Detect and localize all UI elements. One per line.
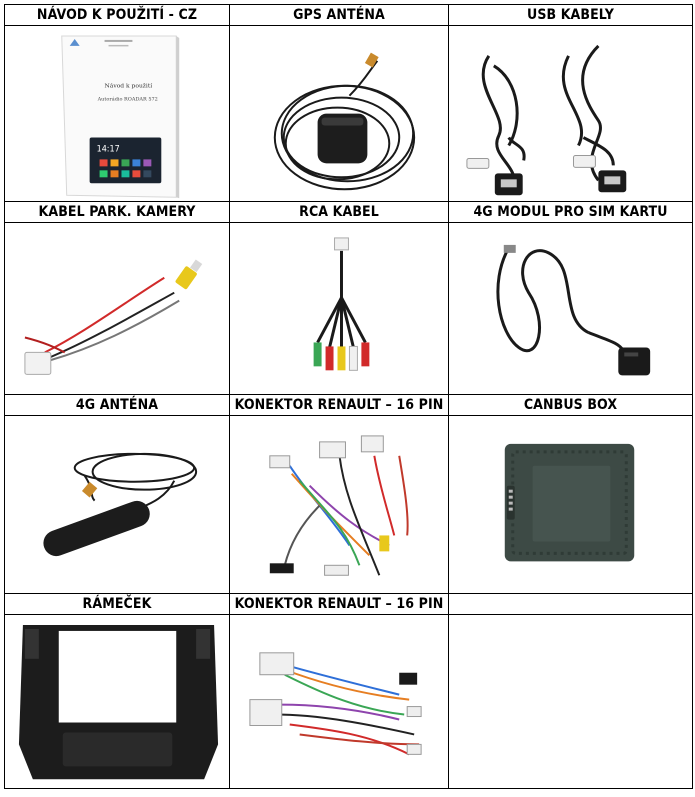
cell-label: USB KABELY <box>448 4 693 26</box>
cell-label <box>448 592 693 615</box>
cell-label: KABEL PARK. KAMERY <box>4 201 230 224</box>
empty-cell <box>448 613 693 790</box>
package-contents-table: NÁVOD K POUŽITÍ - CZ GPS ANTÉNA USB KABE… <box>4 4 693 790</box>
manual-subtitle: Autorádio ROADAR 572 <box>97 96 158 103</box>
rca-cable-image <box>229 222 449 395</box>
cell-label: 4G ANTÉNA <box>4 393 230 416</box>
cell-label: CANBUS BOX <box>448 393 693 416</box>
4g-antenna-image <box>4 414 230 594</box>
cell-label: GPS ANTÉNA <box>229 4 449 26</box>
canbus-box-image <box>448 414 693 594</box>
manual-title: Návod k použití <box>105 83 153 90</box>
4g-sim-module-image <box>448 222 693 395</box>
cell-label: 4G MODUL PRO SIM KARTU <box>448 201 693 224</box>
cell-label: KONEKTOR RENAULT – 16 PIN <box>229 592 449 615</box>
frame-image <box>4 613 230 790</box>
usb-cables-image <box>448 24 693 203</box>
manual-screen-time: 14:17 <box>97 144 120 154</box>
manual-image: Návod k použití Autorádio ROADAR 572 14:… <box>4 24 230 203</box>
renault-connector-image <box>229 414 449 594</box>
cell-label: NÁVOD K POUŽITÍ - CZ <box>4 4 230 26</box>
cell-label: RÁMEČEK <box>4 592 230 615</box>
parking-camera-cable-image <box>4 222 230 395</box>
gps-antenna-image <box>229 24 449 203</box>
cell-label: KONEKTOR RENAULT – 16 PIN <box>229 393 449 416</box>
cell-label: RCA KABEL <box>229 201 449 224</box>
renault-connector-image <box>229 613 449 790</box>
